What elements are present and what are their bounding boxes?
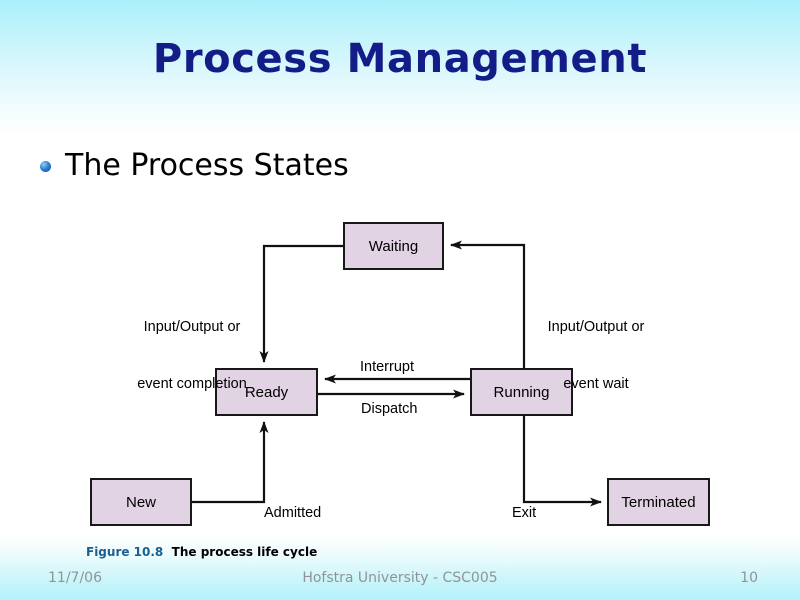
bullet-dot-icon (40, 161, 51, 172)
state-node-terminated-label: Terminated (621, 493, 696, 511)
footer-course: Hofstra University - CSC005 (302, 570, 498, 586)
footer-page-number: 10 (740, 570, 758, 586)
state-node-new[interactable]: New (90, 478, 192, 526)
edge-label-dispatch: Dispatch (361, 401, 418, 417)
edge-label-admitted: Admitted (264, 505, 322, 521)
background-gradient-top (0, 0, 800, 136)
background-gradient-bottom (0, 536, 800, 600)
footer-date: 11/7/06 (48, 570, 102, 586)
bullet-item-label: The Process States (65, 148, 349, 183)
bullet-item: The Process States (40, 148, 349, 183)
state-node-new-label: New (125, 493, 156, 511)
figure-caption-text: The process life cycle (171, 545, 318, 559)
state-node-running-label: Running (493, 383, 550, 401)
edge-new-to-ready (192, 421, 269, 504)
page-title: Process Management (152, 36, 648, 82)
state-node-waiting[interactable]: Waiting (343, 222, 444, 270)
state-node-ready[interactable]: Ready (215, 368, 318, 416)
figure-caption-number: Figure 10.8 (86, 545, 164, 559)
state-node-terminated[interactable]: Terminated (607, 478, 710, 526)
edge-waiting-to-ready (259, 244, 343, 363)
edge-label-io-event-completion-line1: Input/Output or (143, 319, 241, 335)
figure-caption: Figure 10.8 The process life cycle (86, 545, 317, 559)
state-node-ready-label: Ready (244, 383, 289, 401)
state-node-running[interactable]: Running (470, 368, 573, 416)
edge-running-to-waiting (450, 240, 526, 368)
edge-label-exit: Exit (512, 505, 537, 521)
state-node-waiting-label: Waiting (368, 237, 419, 255)
edge-running-to-terminated (522, 416, 602, 507)
edge-label-interrupt: Interrupt (360, 359, 414, 375)
edge-label-io-event-wait-line1: Input/Output or (547, 319, 645, 335)
